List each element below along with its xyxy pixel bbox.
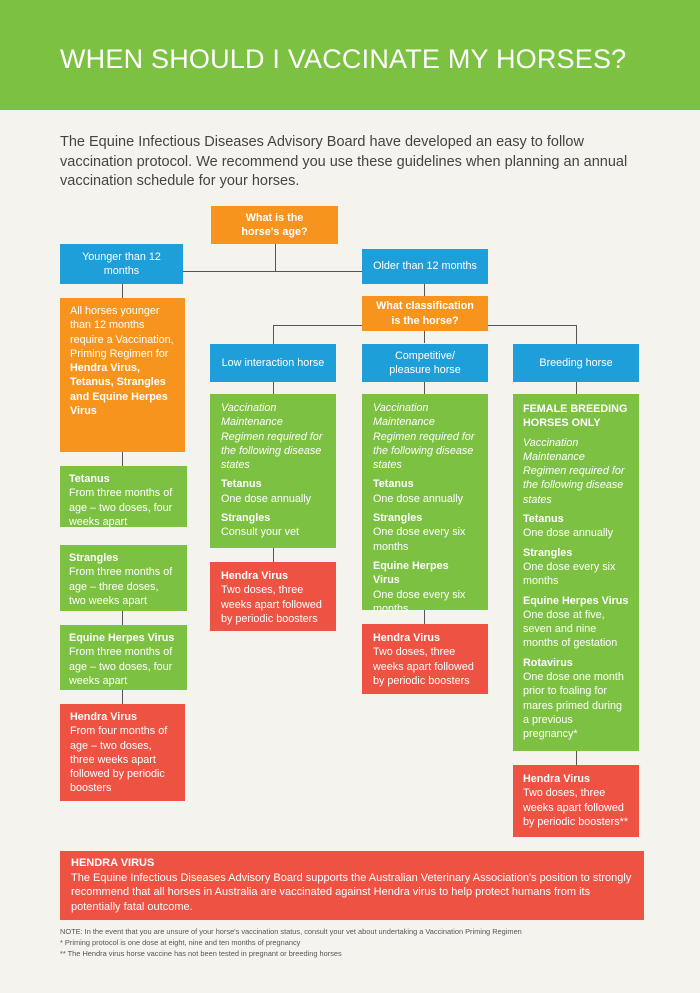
competitive-maintenance-box: Vaccination Maintenance Regimen required… [362, 394, 488, 615]
connector [424, 284, 425, 296]
competitive-ehv-title: Equine Herpes Virus [373, 559, 449, 587]
competitive-tetanus-title: Tetanus [373, 478, 414, 491]
breeding-ehv-text: One dose at five, seven and nine months … [523, 608, 618, 650]
competitive-ehv-text: One dose every six months [373, 588, 466, 615]
connector [273, 548, 274, 562]
low-strangles-text: Consult your vet [221, 526, 300, 539]
age-question-text: What is the horse's age? [241, 211, 308, 238]
breeding-box: Breeding horse [513, 344, 639, 382]
low-hendra-title: Hendra Virus [221, 570, 289, 582]
low-strangles-title: Strangles [221, 512, 271, 525]
young-strangles-title: Strangles [69, 552, 119, 564]
connector [576, 382, 577, 394]
young-priming-diseases: Hendra Virus, Tetanus, Strangles and Equ… [70, 362, 168, 418]
competitive-box: Competitive/ pleasure horse [362, 344, 488, 382]
connector [183, 271, 363, 272]
low-hendra-box: Hendra Virus Two doses, three weeks apar… [210, 562, 336, 631]
young-hendra-box: Hendra Virus From four months of age – t… [60, 704, 185, 801]
breeding-rotavirus-text: One dose one month prior to foaling for … [523, 671, 624, 741]
page-title: WHEN SHOULD I VACCINATE MY HORSES? [60, 44, 627, 74]
young-hendra-title: Hendra Virus [70, 711, 138, 723]
young-priming-box: All horses younger than 12 months requir… [60, 298, 185, 452]
low-tetanus-title: Tetanus [221, 478, 262, 491]
connector [122, 611, 123, 625]
connector [122, 284, 123, 298]
breeding-female-heading: FEMALE BREEDING HORSES ONLY [523, 403, 628, 430]
connector [273, 325, 274, 344]
young-ehv-text: From three months of age – two doses, fo… [69, 646, 173, 687]
low-interaction-box: Low interaction horse [210, 344, 336, 382]
breeding-ehv-title: Equine Herpes Virus [523, 594, 629, 607]
low-maintenance-box: Vaccination Maintenance Regimen required… [210, 394, 336, 548]
footnote-priming: * Priming protocol is one dose at eight,… [60, 938, 301, 947]
low-hendra-text: Two doses, three weeks apart followed by… [221, 584, 322, 625]
breeding-maintenance-intro: Vaccination Maintenance Regimen required… [523, 436, 625, 506]
connector [424, 331, 425, 343]
connector [122, 452, 123, 466]
competitive-hendra-box: Hendra Virus Two doses, three weeks apar… [362, 624, 488, 694]
older-label: Older than 12 months [373, 260, 477, 273]
connector [273, 382, 274, 394]
hendra-info-panel: HENDRA VIRUS The Equine Infectious Disea… [60, 851, 644, 920]
footnote-vet: NOTE: In the event that you are unsure o… [60, 927, 522, 936]
young-hendra-text: From four months of age – two doses, thr… [70, 725, 168, 795]
competitive-label: Competitive/ pleasure horse [389, 349, 461, 376]
young-ehv-box: Equine Herpes Virus From three months of… [60, 625, 187, 690]
competitive-tetanus-text: One dose annually [373, 492, 464, 505]
low-interaction-label: Low interaction horse [221, 356, 325, 369]
footnote-hendra: ** The Hendra virus horse vaccine has no… [60, 949, 342, 958]
connector [424, 382, 425, 394]
competitive-hendra-text: Two doses, three weeks apart followed by… [373, 646, 474, 687]
young-strangles-box: Strangles From three months of age – thr… [60, 545, 187, 611]
breeding-label: Breeding horse [539, 356, 613, 369]
connector [122, 690, 123, 704]
age-question-box: What is the horse's age? [211, 206, 338, 244]
connector [424, 610, 425, 624]
breeding-hendra-title: Hendra Virus [523, 773, 591, 785]
hendra-panel-text: The Equine Infectious Diseases Advisory … [71, 871, 632, 913]
classification-question-box: What classification is the horse? [362, 296, 488, 331]
low-tetanus-text: One dose annually [221, 492, 312, 505]
young-priming-lead: All horses younger than 12 months requir… [70, 305, 174, 360]
header-banner: WHEN SHOULD I VACCINATE MY HORSES? [0, 0, 700, 110]
footnotes: NOTE: In the event that you are unsure o… [60, 926, 660, 959]
breeding-hendra-box: Hendra Virus Two doses, three weeks apar… [513, 765, 639, 837]
breeding-tetanus-title: Tetanus [523, 513, 564, 526]
intro-text: The Equine Infectious Diseases Advisory … [60, 134, 628, 189]
classification-question-text: What classification is the horse? [376, 300, 474, 327]
breeding-strangles-title: Strangles [523, 546, 573, 559]
young-strangles-text: From three months of age – three doses, … [69, 566, 173, 607]
hendra-panel-title: HENDRA VIRUS [71, 857, 155, 869]
breeding-rotavirus-title: Rotavirus [523, 656, 573, 669]
connector [275, 244, 276, 272]
low-maintenance-intro: Vaccination Maintenance Regimen required… [221, 402, 323, 472]
young-tetanus-heading: Tetanus [69, 473, 110, 485]
young-ehv-title: Equine Herpes Virus [69, 632, 175, 644]
breeding-maintenance-box: FEMALE BREEDING HORSES ONLY Vaccination … [513, 394, 639, 751]
younger-box: Younger than 12 months [60, 244, 183, 284]
competitive-strangles-title: Strangles [373, 512, 423, 525]
competitive-maintenance-intro: Vaccination Maintenance Regimen required… [373, 402, 475, 472]
young-tetanus-full: Tetanus From three months of age – two d… [60, 466, 187, 528]
connector [576, 325, 577, 344]
competitive-strangles-text: One dose every six months [373, 526, 466, 553]
breeding-strangles-text: One dose every six months [523, 560, 616, 588]
connector [576, 751, 577, 765]
younger-label: Younger than 12 months [82, 250, 161, 277]
competitive-hendra-title: Hendra Virus [373, 632, 441, 644]
breeding-tetanus-text: One dose annually [523, 527, 614, 540]
older-box: Older than 12 months [362, 249, 488, 284]
breeding-hendra-text: Two doses, three weeks apart followed by… [523, 787, 629, 828]
young-tetanus-text: From three months of age – two doses, fo… [69, 487, 173, 528]
